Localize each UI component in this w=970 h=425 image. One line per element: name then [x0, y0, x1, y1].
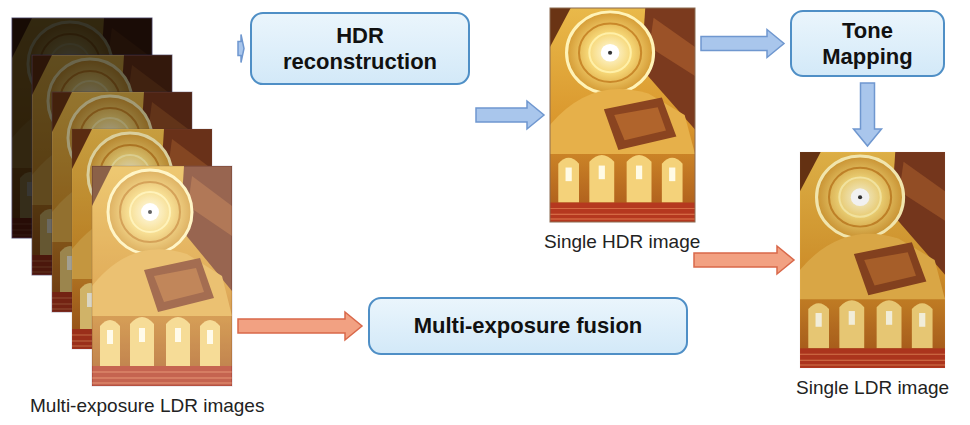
image-node: Multi-exposure LDR images: [12, 18, 232, 386]
process-box: HDR reconstruction: [250, 12, 470, 85]
process-box: Tone Mapping: [790, 10, 945, 77]
block-arrow: [238, 312, 362, 340]
block-arrow: [238, 35, 244, 63]
block-arrow: [476, 101, 544, 129]
block-arrow: [701, 30, 784, 58]
hdr-photo: [550, 8, 695, 222]
image-node: Single HDR image: [550, 8, 695, 222]
box-label: Multi-exposure fusion: [414, 313, 643, 338]
box-label: HDR reconstruction: [278, 23, 443, 74]
process-box: Multi-exposure fusion: [368, 297, 688, 355]
box-label: Tone Mapping: [810, 18, 925, 69]
image-caption: Multi-exposure LDR images: [30, 395, 264, 417]
image-node: Single LDR image: [800, 152, 945, 368]
ldr-stack: [12, 18, 232, 386]
ldr-photo: [800, 152, 945, 368]
block-arrow: [854, 83, 882, 146]
image-caption: Single HDR image: [544, 231, 700, 253]
block-arrow: [694, 246, 794, 274]
image-caption: Single LDR image: [796, 377, 949, 399]
